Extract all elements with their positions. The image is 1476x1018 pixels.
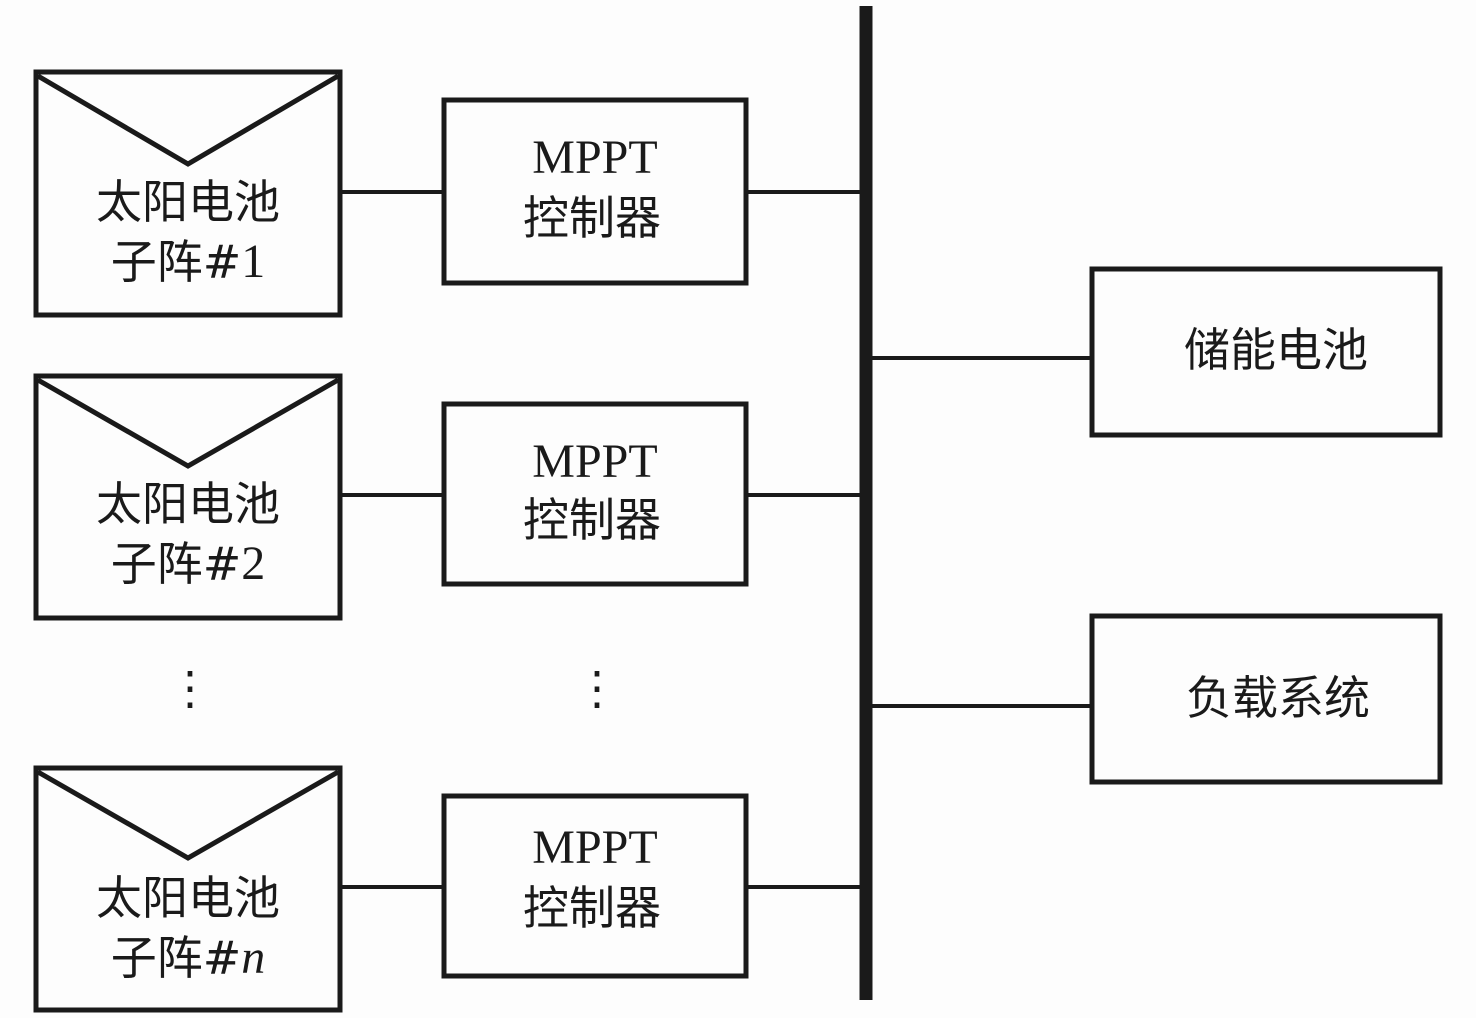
solar-array-n-label-line2: 子阵#n [111,931,266,985]
load-system-box [1089,613,1443,785]
mppt-controller-n-box [441,793,749,979]
solar-array-2-index: 2 [241,537,265,590]
load-system: 负载系统 [1089,613,1443,785]
solar-array-1-label-line1: 太阳电池 [96,175,280,229]
solar-array-n-prefix: 子阵# [111,931,242,985]
solar-panel-icon [36,377,340,469]
solar-panel-icon [36,769,340,861]
solar-array-1-label-line2: 子阵#1 [111,235,266,289]
solar-array-2-prefix: 子阵# [111,537,242,591]
storage-battery: 储能电池 [1089,266,1443,438]
ellipsis-arrays: ⋮ [167,661,213,715]
mppt-controller-1-label-line1: MPPT [532,131,657,184]
solar-array-2-label-line2: 子阵#2 [111,537,266,591]
storage-battery-label: 储能电池 [1184,323,1368,377]
solar-array-1: 太阳电池 子阵#1 [33,69,343,318]
solar-array-2-label-line1: 太阳电池 [96,477,280,531]
mppt-controller-n: MPPT 控制器 [441,793,749,979]
mppt-controller-n-label-line2: 控制器 [523,881,661,935]
solar-array-1-index: 1 [241,235,265,288]
load-system-label: 负载系统 [1186,671,1370,725]
ellipsis-controllers: ⋮ [574,661,620,715]
mppt-controller-1-label-line2: 控制器 [523,191,661,245]
solar-array-n-box [33,765,343,1013]
mppt-controller-2-box [441,401,749,587]
storage-battery-box [1089,266,1443,438]
solar-array-1-prefix: 子阵# [111,235,242,289]
mppt-controller-n-label-line1: MPPT [532,821,657,874]
mppt-controller-1-box [441,97,749,286]
mppt-controller-2: MPPT 控制器 [441,401,749,587]
solar-array-2-box [33,373,343,621]
solar-array-n-label-line1: 太阳电池 [96,871,280,925]
solar-array-2: 太阳电池 子阵#2 [33,373,343,621]
solar-panel-icon [36,73,340,167]
solar-array-n-index: n [241,931,265,984]
mppt-controller-1: MPPT 控制器 [441,97,749,286]
solar-array-n: 太阳电池 子阵#n [33,765,343,1013]
mppt-controller-2-label-line2: 控制器 [523,493,661,547]
mppt-controller-2-label-line1: MPPT [532,435,657,488]
